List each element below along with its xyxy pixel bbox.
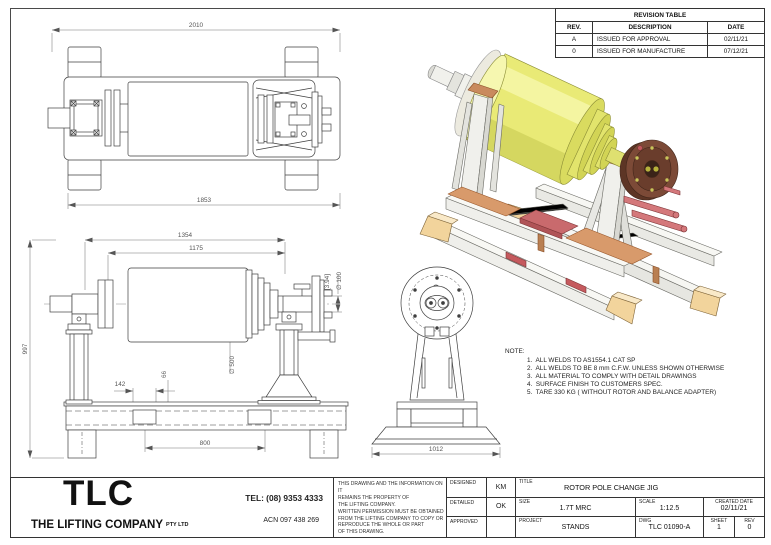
sheet-value: 1: [717, 524, 721, 532]
front-view-drawing: 1354 1175 997 ∅ 500 [3.94] ∅ 100 142 66 …: [22, 232, 349, 459]
dwg-label: DWG: [639, 518, 652, 525]
dim-rotor-diameter: ∅ 500: [229, 356, 236, 374]
revision-row-description: ISSUED FOR APPROVAL: [592, 33, 707, 45]
sheet-label: SHEET: [710, 518, 728, 525]
dwg-cell: DWG TLC 01090-A: [635, 517, 703, 537]
dim-slot-spacing: 800: [200, 440, 211, 447]
created-date-label: CREATED DATE: [715, 498, 753, 505]
revision-row-description: ISSUED FOR MANUFACTURE: [592, 45, 707, 57]
dim-shaft-diameter: ∅ 100: [336, 272, 343, 290]
revision-table-title: REVISION TABLE: [633, 11, 687, 19]
approved-label: APPROVED: [450, 519, 478, 526]
revision-row-rev: A: [556, 33, 592, 45]
project-value: STANDS: [561, 524, 590, 532]
revision-row-date: 02/11/21: [707, 33, 764, 45]
top-view-drawing: 2010 1853: [47, 22, 341, 209]
end-view-drawing: 1012: [371, 266, 501, 458]
company-name-text: THE LIFTING COMPANY: [31, 519, 164, 531]
project-cell: PROJECT STANDS: [516, 517, 635, 537]
company-suffix: PTY LTD: [166, 522, 189, 528]
revision-table: REVISION TABLE REV. DESCRIPTION DATE A I…: [555, 8, 765, 58]
revision-col-date: DATE: [707, 21, 764, 33]
disclaimer-cell: THIS DRAWING AND THE INFORMATION ON IT R…: [333, 478, 446, 537]
note-item: 3. ALL MATERIAL TO COMPLY WITH DETAIL DR…: [527, 373, 697, 381]
note-item: 5. TARE 330 KG ( WITHOUT ROTOR AND BALAN…: [527, 389, 717, 397]
notes-heading: NOTE:: [505, 348, 525, 355]
detailed-label: DETAILED: [447, 498, 486, 518]
disclaimer-line: REPRODUCE THE WHOLE OR PART: [338, 522, 425, 529]
scale-label: SCALE: [639, 498, 656, 505]
disclaimer-line: THE LIFTING COMPANY.: [338, 501, 396, 508]
created-date-cell: CREATED DATE 02/11/21: [703, 497, 764, 517]
detailed-value: OK: [486, 497, 515, 518]
note-item: 1. ALL WELDS TO AS1554.1 CAT SP: [527, 357, 636, 364]
dim-shaft-ref: [3.94]: [324, 274, 331, 290]
scale-value: 1:12.5: [659, 504, 680, 512]
note-item: 2. ALL WELDS TO BE 8 mm C.F.W. UNLESS SH…: [527, 365, 725, 373]
dim-slot-offset: 66: [161, 370, 168, 378]
sheet-cell: SHEET 1: [703, 517, 734, 537]
company-acn: ACN 097 438 269: [263, 517, 319, 524]
title-cell: TITLE ROTOR POLE CHANGE JIG: [516, 478, 764, 497]
dim-front-overall: 1354: [178, 232, 193, 239]
note-item: 4. SURFACE FINISH TO CUSTOMERS SPEC.: [527, 381, 663, 389]
scale-cell: SCALE 1:12.5: [635, 497, 703, 517]
rev-label: REV: [744, 518, 755, 525]
disclaimer-line: OF THIS DRAWING.: [338, 529, 385, 536]
size-label: SIZE: [519, 498, 531, 505]
dim-slot-width: 142: [115, 381, 126, 388]
revision-col-rev: REV.: [556, 21, 592, 33]
dim-top-base: 1853: [197, 197, 212, 204]
approvals-cell: DESIGNED KM DETAILED OK APPROVED: [446, 478, 515, 537]
created-date-value: 02/11/21: [720, 504, 748, 512]
size-value: 1.7T MRC: [559, 504, 592, 512]
title-value: ROTOR POLE CHANGE JIG: [564, 483, 659, 492]
notes-block: NOTE: 1. ALL WELDS TO AS1554.1 CAT SP 2.…: [505, 348, 763, 397]
disclaimer-line: REMAINS THE PROPERTY OF: [338, 494, 410, 501]
company-tel: TEL: (08) 9353 4333: [245, 493, 323, 503]
dim-front-height: 997: [22, 343, 29, 354]
disclaimer-line: WRITTEN PERMISSION MUST BE OBTAINED: [338, 508, 444, 515]
designed-value: KM: [486, 478, 515, 498]
title-label: TITLE: [519, 479, 533, 485]
size-cell: SIZE 1.7T MRC: [516, 498, 635, 517]
isometric-view-drawing: [419, 49, 727, 325]
rev-cell: REV 0: [734, 517, 764, 537]
approved-value: [486, 517, 515, 537]
drawing-info-cell: TITLE ROTOR POLE CHANGE JIG SIZE 1.7T MR…: [515, 478, 764, 537]
dwg-value: TLC 01090-A: [648, 524, 691, 532]
company-logo: TLC: [63, 474, 135, 513]
rev-value: 0: [747, 524, 752, 532]
disclaimer-line: FROM THE LIFTING COMPANY TO COPY OR: [338, 515, 444, 522]
designed-label: DESIGNED: [447, 478, 486, 498]
revision-row-rev: 0: [556, 45, 592, 57]
dim-top-overall: 2010: [189, 22, 204, 29]
dim-end-base-width: 1012: [429, 446, 444, 453]
disclaimer-line: THIS DRAWING AND THE INFORMATION ON IT: [338, 481, 443, 494]
revision-row-date: 07/12/21: [707, 45, 764, 57]
project-label: PROJECT: [519, 518, 543, 525]
revision-col-description: DESCRIPTION: [592, 21, 707, 33]
dim-front-rotor-length: 1175: [189, 245, 203, 252]
